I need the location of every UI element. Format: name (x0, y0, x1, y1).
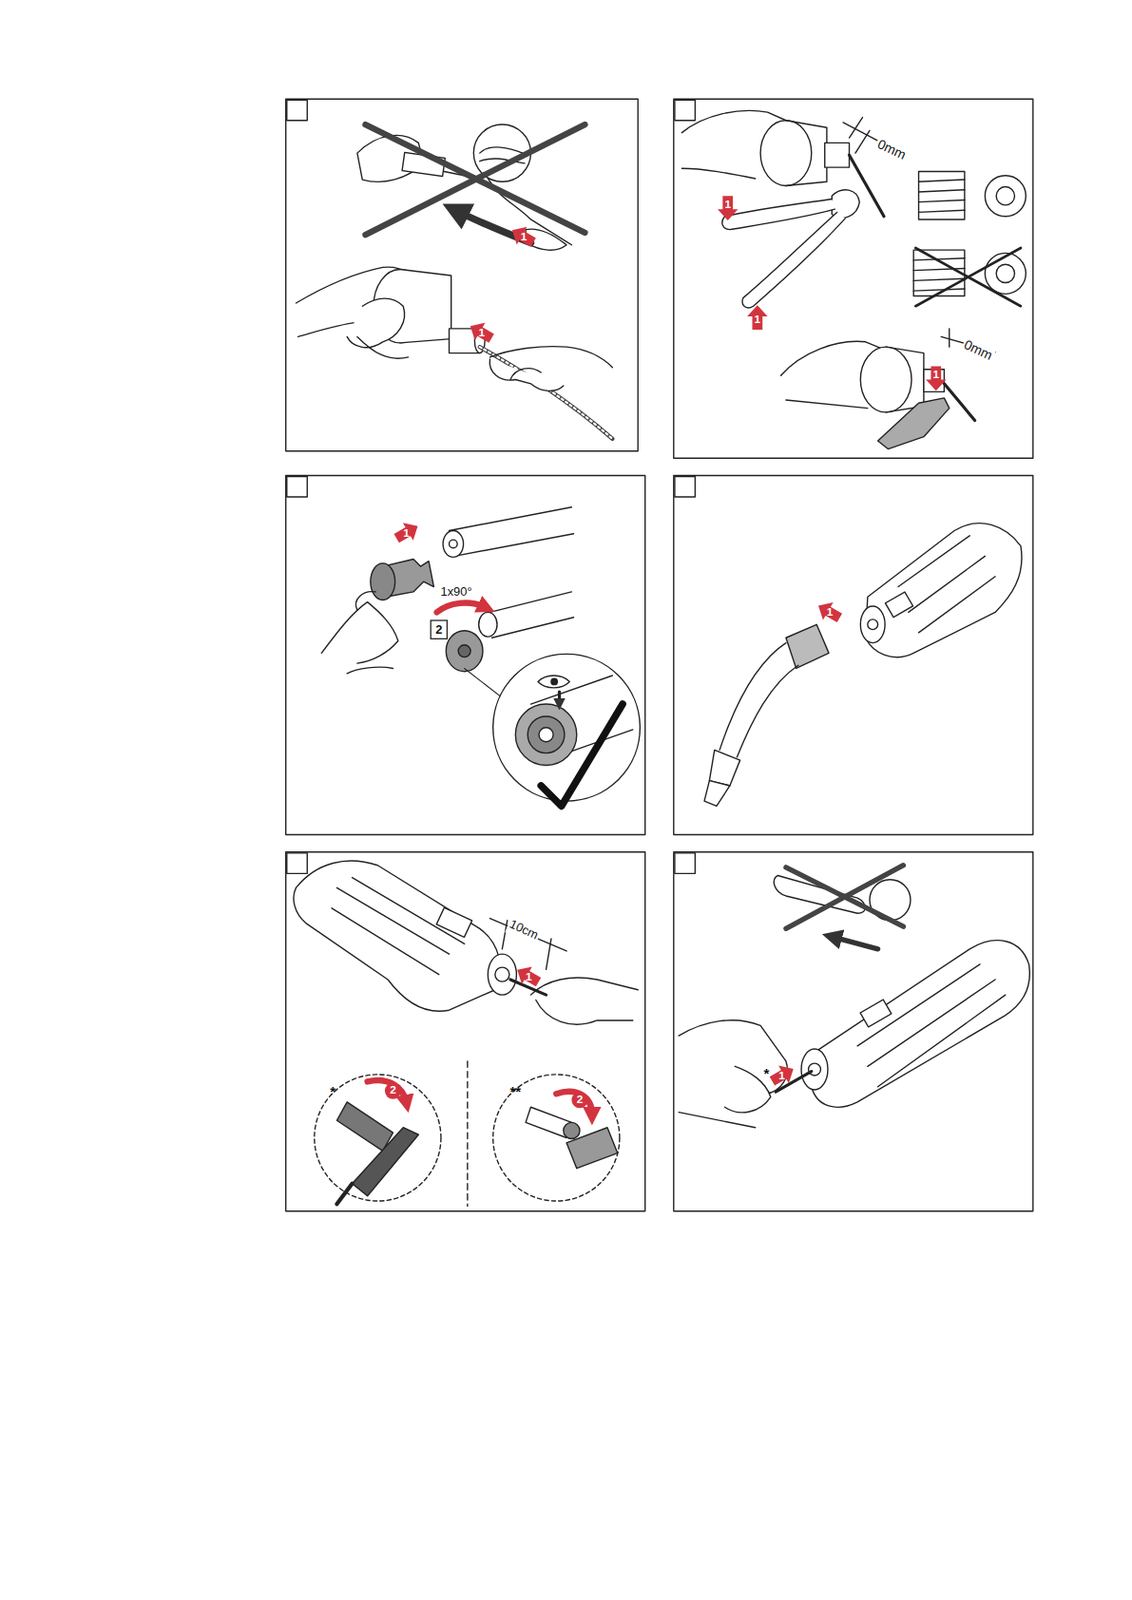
callout-number: 1 (754, 314, 762, 327)
liner-insertion (295, 267, 613, 440)
footnote-mark: ** (509, 1085, 521, 1100)
panel-frame (673, 98, 1034, 459)
callout-number: 1 (724, 199, 731, 212)
liner-trimming (293, 861, 638, 1207)
step-box (674, 853, 695, 874)
callout-arrows (384, 195, 947, 1109)
callout-number: 1 (479, 327, 486, 340)
step-box (287, 99, 307, 120)
panel-frame (673, 852, 1034, 1212)
panel-frame (673, 475, 1034, 835)
callout-number: 1 (778, 1071, 786, 1083)
callout-number: 1 (933, 369, 941, 382)
panel-frame (286, 98, 639, 452)
nut-assembly (321, 507, 640, 807)
liner-cutting (681, 110, 884, 307)
panel-frame (286, 475, 646, 835)
wrong-way-illustration (773, 865, 911, 950)
step-box (287, 853, 307, 874)
callout-number: 1 (826, 608, 834, 620)
spring-detail (913, 171, 1026, 307)
callout-number: 1 (402, 528, 410, 540)
callout-number: 2 (576, 1094, 584, 1107)
liner-filing (781, 328, 997, 450)
liner-insertion (678, 940, 1030, 1129)
rotation-label: 1x90° (441, 585, 473, 598)
step-box (287, 477, 307, 498)
callout-number: 2 (389, 1085, 397, 1097)
callout-number: 2 (435, 623, 442, 636)
footnote-mark: * (329, 1085, 336, 1100)
dimension-label: 0mm (875, 137, 908, 163)
callout-number: 1 (520, 231, 528, 244)
step-tag (430, 620, 447, 639)
panel-frame (286, 852, 646, 1212)
label-patches (504, 134, 997, 947)
torch-neck-mounting (704, 523, 1022, 807)
step-box (674, 99, 695, 120)
footnote-mark: * (764, 1066, 770, 1081)
dimension-label: 10cm (507, 919, 540, 943)
callout-number: 1 (525, 972, 533, 984)
dimension-label: 0mm (961, 339, 995, 365)
step-box (674, 477, 695, 498)
wrong-way-illustration (357, 124, 585, 250)
